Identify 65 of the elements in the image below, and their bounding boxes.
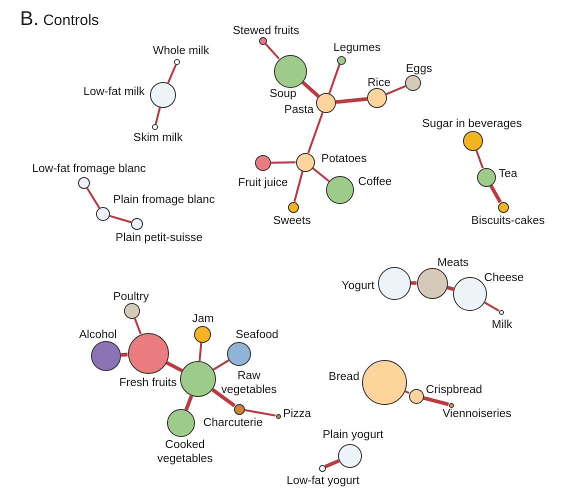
food-label: Plain petit-suisse [116,231,202,245]
food-label: Raw vegetables [220,369,278,397]
food-label: Soup [270,87,296,101]
food-label: Pizza [282,407,312,421]
link-line [211,388,236,408]
food-label: Tea [498,167,518,181]
food-label: Low-fat yogurt [286,474,360,488]
food-label: Yogurt [342,279,374,293]
link-line [301,80,320,98]
link-line [120,352,128,357]
food-label: Cheese [484,271,524,285]
food-label: Sugar in beverages [422,117,522,131]
link-line [86,188,100,209]
food-label: Biscuits-cakes [471,214,545,228]
food-label: Charcuterie [203,416,263,430]
link-line [484,302,500,312]
diagram-title: B. Controls [20,8,99,31]
food-label: Viennoiseries [442,407,512,421]
food-label: Jam [192,312,214,326]
link-line [410,281,416,285]
food-label: Skim milk [133,131,183,145]
food-label: Potatoes [321,152,367,166]
link-line [324,459,340,468]
link-line [307,112,324,154]
link-line [336,97,368,104]
link-line [184,395,194,411]
food-label: Rice [368,76,390,90]
food-label: Cooked vegetables [156,438,214,466]
food-label: Pasta [284,103,314,117]
food-label: Bread [328,370,360,384]
food-label: Poultry [113,290,149,304]
food-label: Eggs [406,62,432,76]
food-label: Milk [492,318,512,332]
food-label: Alcohol [79,328,117,342]
food-label: Coffee [358,175,392,189]
food-label: Meats [437,256,469,270]
food-label: Crispbread [426,383,482,397]
link-line [475,150,484,168]
food-label: Stewed fruits [232,24,300,38]
food-label: Whole milk [152,44,210,58]
link-line [264,43,280,60]
link-line [167,64,177,84]
food-label: Fresh fruits [119,376,177,390]
link-line [198,342,202,362]
food-label: Seafood [236,328,278,342]
link-line [134,318,142,334]
food-label: Sweets [273,214,311,228]
link-line [212,359,230,370]
link-line [244,408,276,417]
link-line [109,215,132,224]
link-line [328,64,340,94]
food-label: Legumes [333,41,381,55]
link-line [270,161,296,164]
food-label: Plain fromage blanc [113,193,215,207]
link-line [386,85,406,96]
link-line [422,396,450,406]
food-label: Plain yogurt [322,428,384,442]
food-label: Low-fat fromage blanc [32,162,146,176]
link-line [312,167,330,182]
link-line [489,184,502,204]
link-line [165,360,183,372]
link-line [154,107,161,124]
link-line [293,170,304,202]
food-label: Fruit juice [238,176,288,190]
food-label: Low-fat milk [83,85,145,99]
